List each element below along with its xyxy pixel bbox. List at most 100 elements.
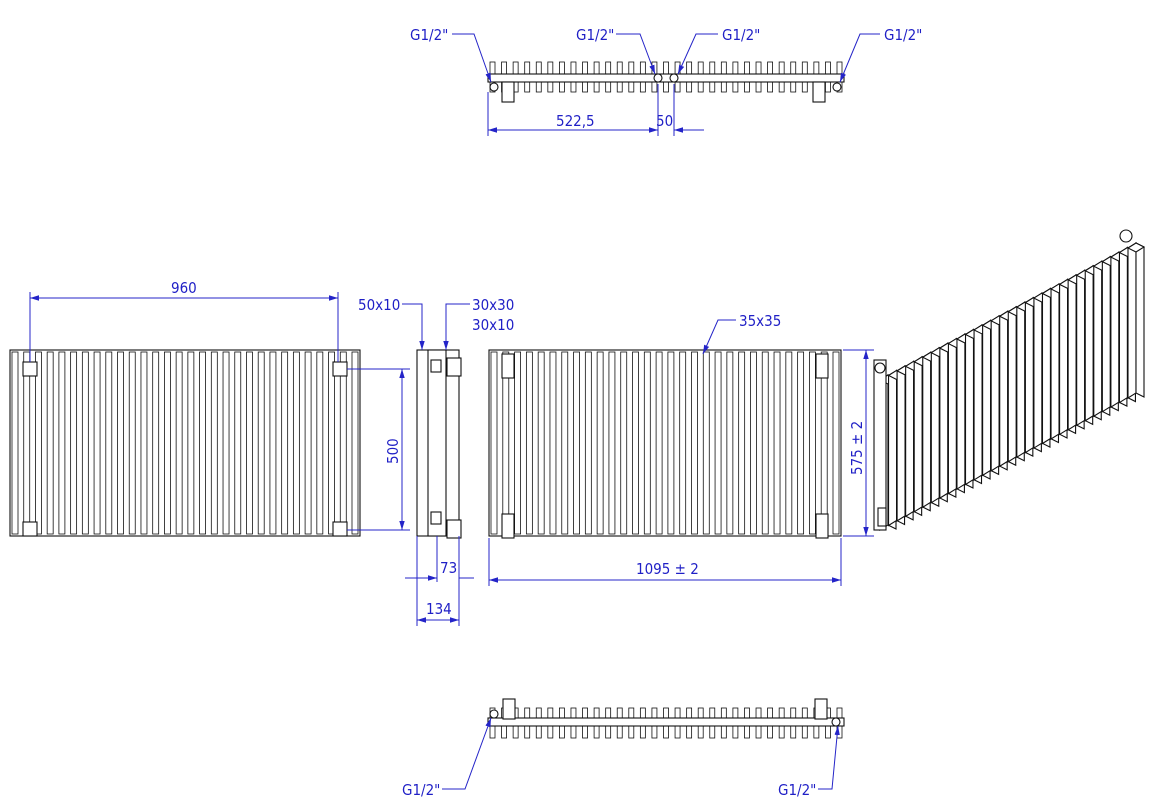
bottom-fin-lower (697, 725, 704, 739)
bottom-fin (836, 707, 843, 719)
iso-bracket (877, 507, 887, 527)
top-fin (709, 61, 716, 75)
rear-bracket-tl (501, 353, 515, 379)
top-fin (547, 61, 554, 75)
iso-fin (990, 314, 1000, 472)
rear-fin (738, 351, 746, 535)
side-view-top-cap (430, 359, 442, 373)
front-fin (152, 351, 160, 535)
iso-fin (930, 346, 940, 504)
top-leader-2 (616, 33, 656, 75)
iso-fin (1101, 255, 1111, 413)
rear-fin (514, 351, 521, 535)
rear-fin (726, 351, 734, 535)
top-fin-lower (674, 81, 681, 93)
top-fin (639, 61, 646, 75)
bottom-fin-lower (616, 725, 623, 739)
iso-fin (956, 333, 966, 491)
bottom-fin-lower (674, 725, 681, 739)
bottom-fin-lower (639, 725, 646, 739)
rear-dim-575-label: 575 ± 2 (848, 421, 866, 475)
front-fin (117, 351, 124, 535)
front-fin (351, 351, 359, 535)
iso-fin (939, 342, 949, 500)
front-fin (175, 351, 183, 535)
bottom-fin-lower (651, 725, 658, 739)
front-fin (246, 351, 253, 535)
front-fin (11, 351, 19, 535)
top-fin (697, 61, 704, 75)
bottom-fin-lower (778, 725, 785, 739)
top-leader-1 (452, 33, 492, 83)
bottom-fin-lower (709, 725, 716, 739)
rear-view: 35x35 1095 ± 2 575 ± 2 (488, 312, 874, 586)
bottom-fin (732, 707, 739, 719)
bottom-fin (674, 707, 681, 719)
iso-fin (1024, 296, 1034, 454)
bottom-fin (755, 707, 762, 719)
iso-fin (1093, 260, 1103, 418)
bottom-fin (744, 707, 750, 719)
top-fin-lower (697, 81, 704, 93)
top-fin (535, 61, 542, 75)
top-view-port-center-right (669, 73, 679, 83)
bottom-fin-lower (744, 725, 750, 739)
rear-fin (525, 351, 533, 535)
rear-view-fins (490, 351, 840, 535)
front-fin (81, 351, 89, 535)
top-fin (489, 61, 496, 75)
front-fin (210, 351, 218, 535)
front-fin (46, 351, 54, 535)
front-view: 960 500 (9, 279, 410, 537)
front-fin (339, 351, 347, 535)
bottom-view-header-bar (487, 717, 845, 727)
side-view: 50x10 30x30 30x10 73 134 (358, 296, 514, 626)
rear-fin (655, 351, 663, 535)
bottom-fin (639, 707, 646, 719)
iso-fin (947, 337, 957, 495)
rear-bracket-bl (501, 513, 515, 539)
bottom-fin-lower (720, 725, 727, 739)
top-fin (732, 61, 739, 75)
bottom-fin (570, 707, 577, 719)
rear-fin (702, 351, 710, 535)
side-dim-134-label: 134 (426, 600, 452, 618)
iso-fin (1033, 292, 1043, 450)
front-fin (70, 351, 78, 535)
iso-fin (1050, 282, 1060, 440)
front-fin (222, 351, 230, 535)
side-leader-50x10 (402, 303, 425, 350)
front-fin (292, 351, 300, 535)
top-fin (686, 61, 693, 75)
front-fin (234, 351, 242, 535)
front-fin (257, 351, 265, 535)
top-fin (593, 61, 600, 75)
top-connection-label-1: G1/2" (410, 26, 448, 44)
iso-fin (888, 369, 898, 527)
bottom-fin (582, 707, 588, 719)
rear-fin (761, 351, 769, 535)
bottom-fin (535, 707, 542, 719)
iso-fin-cap (1126, 242, 1146, 253)
top-fin-lower (524, 81, 531, 93)
bottom-fin-lower (582, 725, 588, 739)
iso-fin (973, 323, 983, 481)
top-view-fins (489, 61, 843, 93)
rear-fin (596, 351, 604, 535)
front-view-outline (9, 349, 361, 537)
front-fin (199, 351, 206, 535)
rear-fin (573, 351, 580, 535)
bottom-fin (616, 707, 623, 719)
top-fin-lower (709, 81, 716, 93)
top-leader-3 (677, 33, 718, 75)
bottom-fin-lower (547, 725, 554, 739)
bottom-fin-lower (605, 725, 612, 739)
top-fin (559, 61, 565, 75)
top-fin-lower (651, 81, 658, 93)
side-label-50x10: 50x10 (358, 296, 400, 314)
iso-fin (1059, 278, 1069, 436)
top-fin (825, 61, 831, 75)
top-view: G1/2" G1/2" G1/2" G1/2" 522,5 50 (410, 26, 922, 136)
side-view-bottom-cap (430, 511, 442, 525)
top-fin-lower (686, 81, 693, 93)
